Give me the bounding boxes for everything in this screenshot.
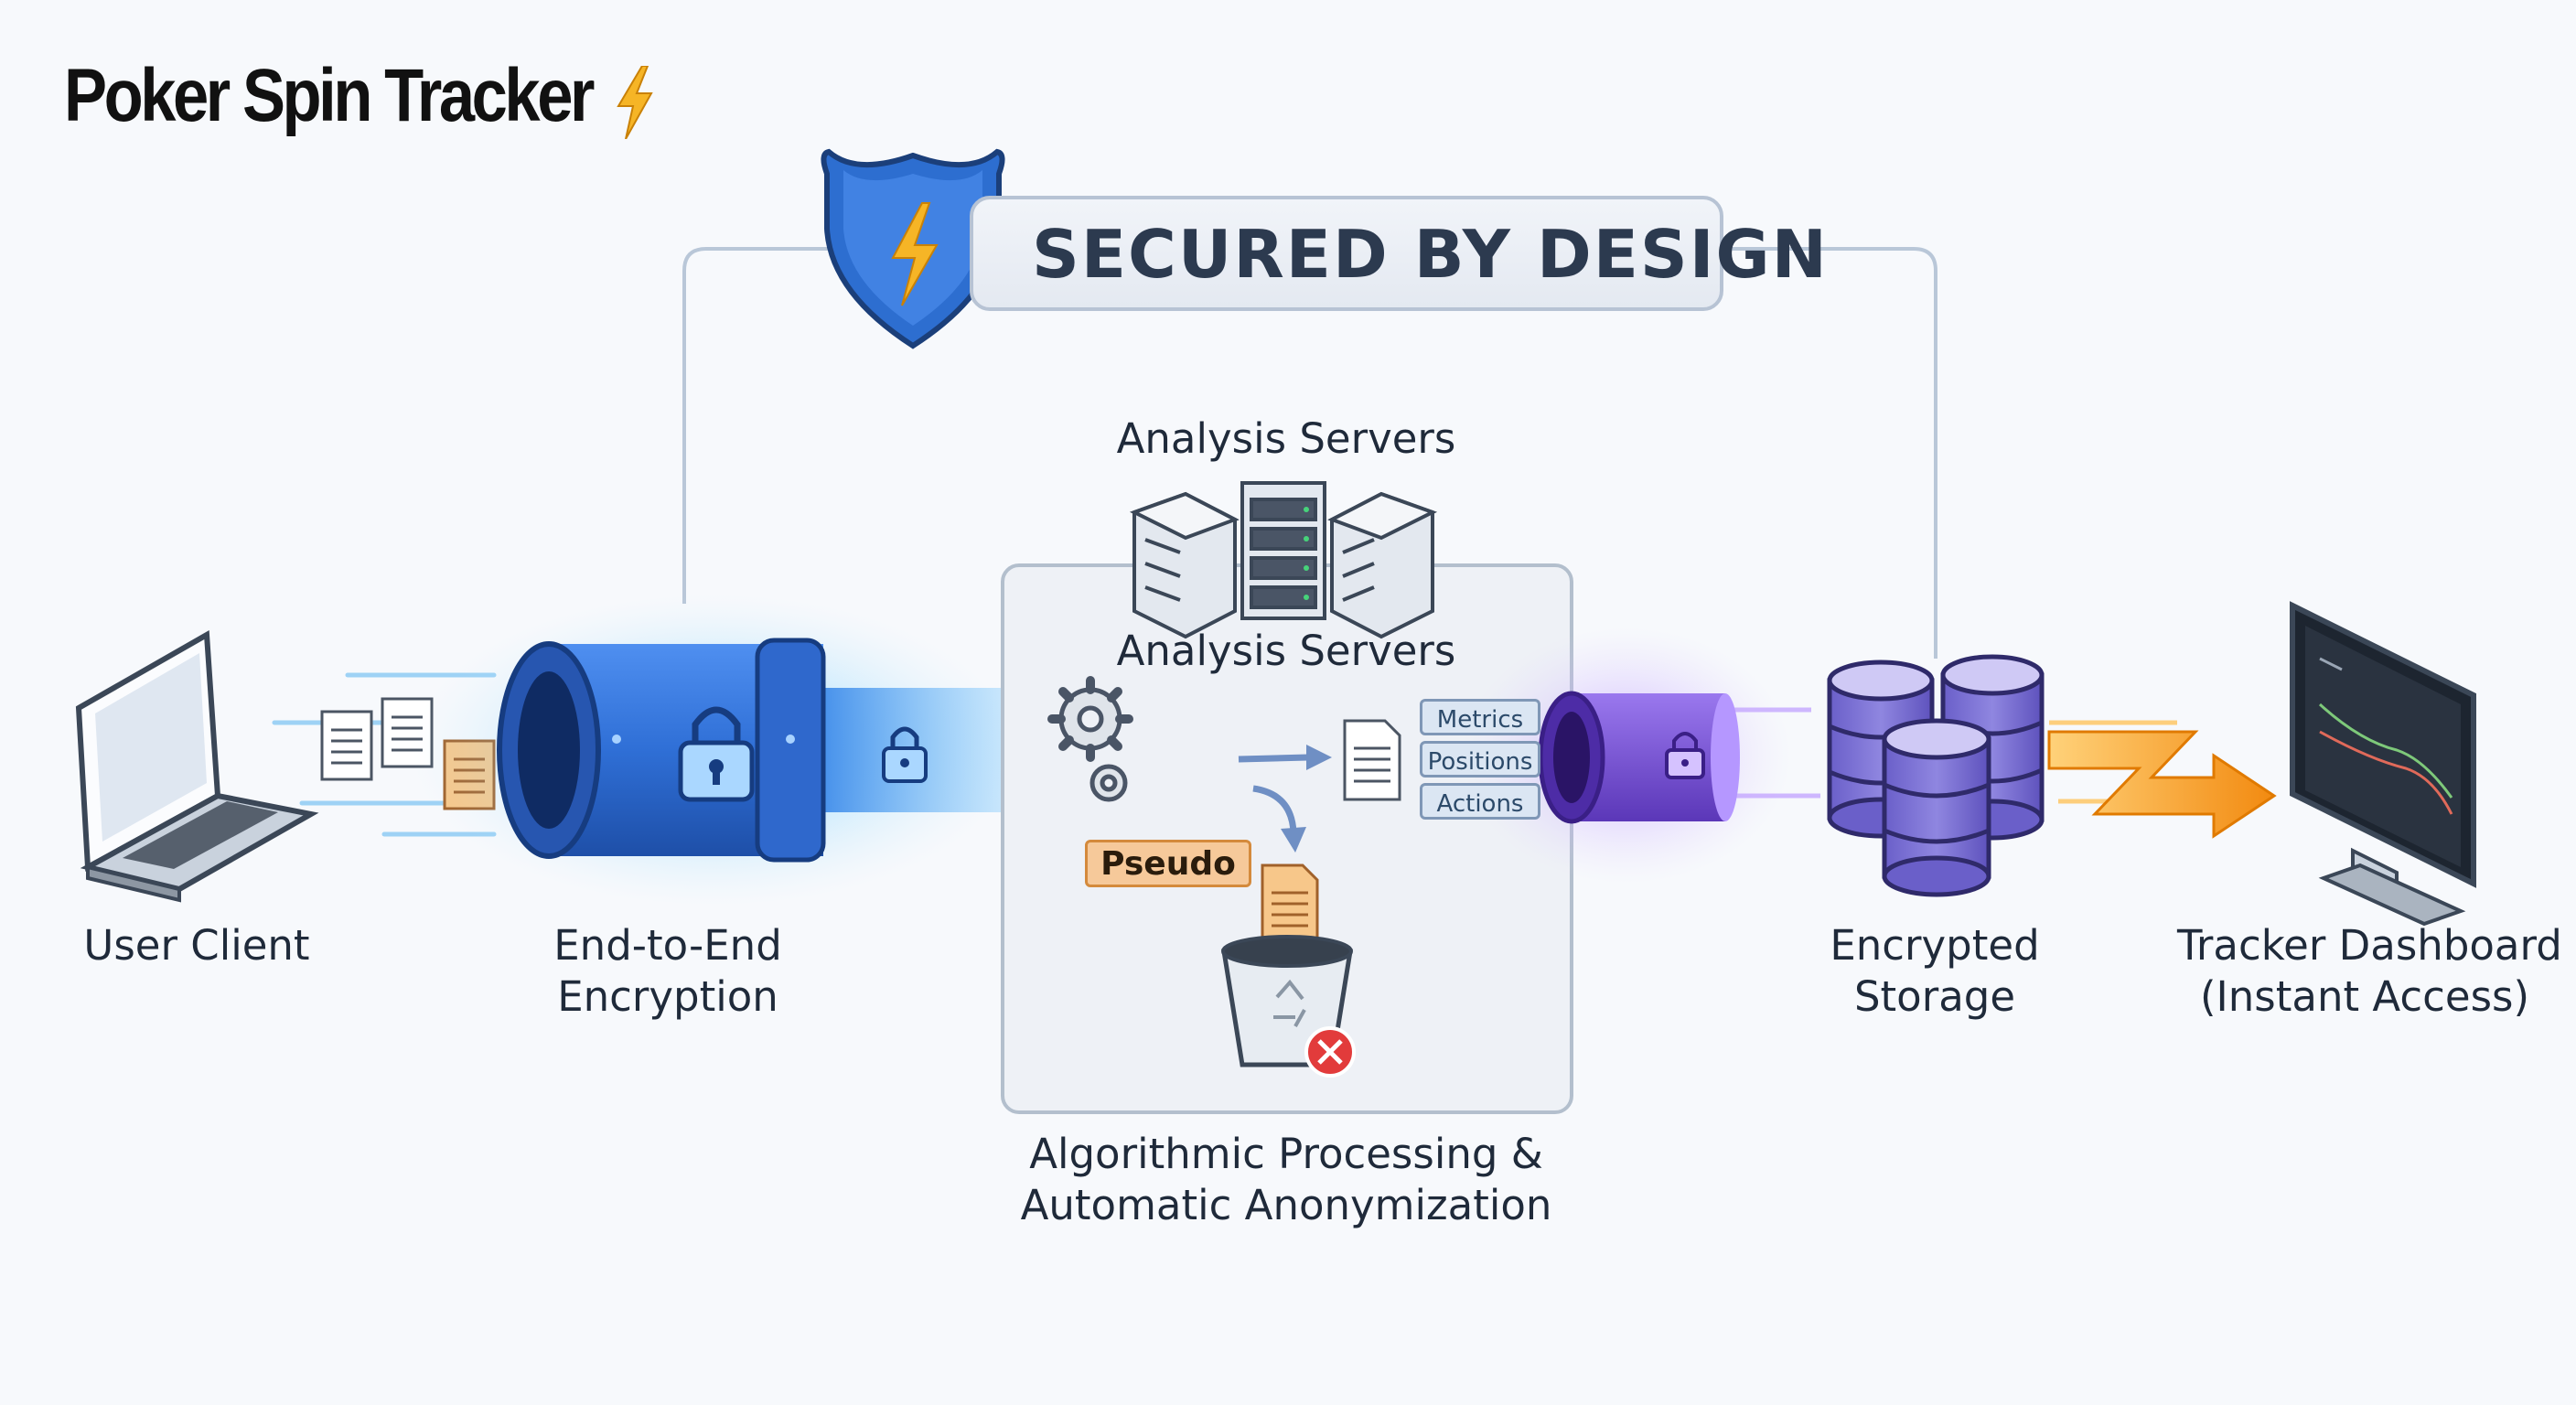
storage-label-line2: Storage (1853, 972, 2016, 1021)
user-client-label-text: User Client (83, 921, 310, 970)
metrics-tag: Metrics (1420, 699, 1540, 735)
lightning-bolt-icon (617, 66, 653, 139)
actions-tag: Actions (1420, 783, 1540, 820)
trash-bin-icon (1221, 935, 1356, 1078)
security-badge-text: SECURED BY DESIGN (1032, 216, 1829, 293)
encryption-label-line2: Encryption (557, 972, 778, 1021)
pseudonymized-document-icon (1261, 863, 1319, 944)
servers-label-inner: Analysis Servers (1116, 627, 1456, 675)
encrypted-pipe-icon (412, 595, 1039, 906)
dashboard-label: Tracker Dashboard (Instant Access) (2177, 920, 2562, 1023)
positions-tag: Positions (1420, 741, 1540, 778)
pseudo-tag: Pseudo (1085, 840, 1251, 887)
encrypted-pipe-purple-icon (1462, 627, 1820, 884)
laptop-icon (75, 630, 319, 903)
encryption-label: End-to-End Encryption (512, 920, 823, 1023)
database-icon (1827, 654, 2045, 897)
shield-icon (821, 148, 1005, 349)
dashboard-label-line2: (Instant Access) (2199, 972, 2530, 1021)
security-badge (970, 196, 1723, 311)
processing-caption-line1: Algorithmic Processing & (1029, 1130, 1543, 1178)
data-document-icon (1343, 719, 1401, 801)
processing-caption-line2: Automatic Anonymization (1020, 1181, 1552, 1229)
dashboard-label-line1: Tracker Dashboard (2177, 921, 2562, 970)
processing-caption: Algorithmic Processing & Automatic Anony… (993, 1129, 1579, 1231)
storage-label: Encrypted Storage (1784, 920, 2086, 1023)
gear-icon (1047, 676, 1133, 802)
user-client-label: User Client (46, 920, 348, 971)
monitor-icon (2290, 601, 2476, 927)
security-perimeter-line (682, 247, 1937, 659)
encryption-label-line1: End-to-End (553, 921, 782, 970)
storage-label-line1: Encrypted (1830, 921, 2040, 970)
server-rack-icons (1129, 481, 1438, 639)
servers-label-top: Analysis Servers (1116, 414, 1456, 463)
lightning-arrow-icon (2047, 720, 2277, 839)
brand-title: Poker Spin Tracker (64, 54, 595, 137)
server-status-leds (1304, 507, 1309, 600)
flow-arrows (1238, 745, 1332, 853)
